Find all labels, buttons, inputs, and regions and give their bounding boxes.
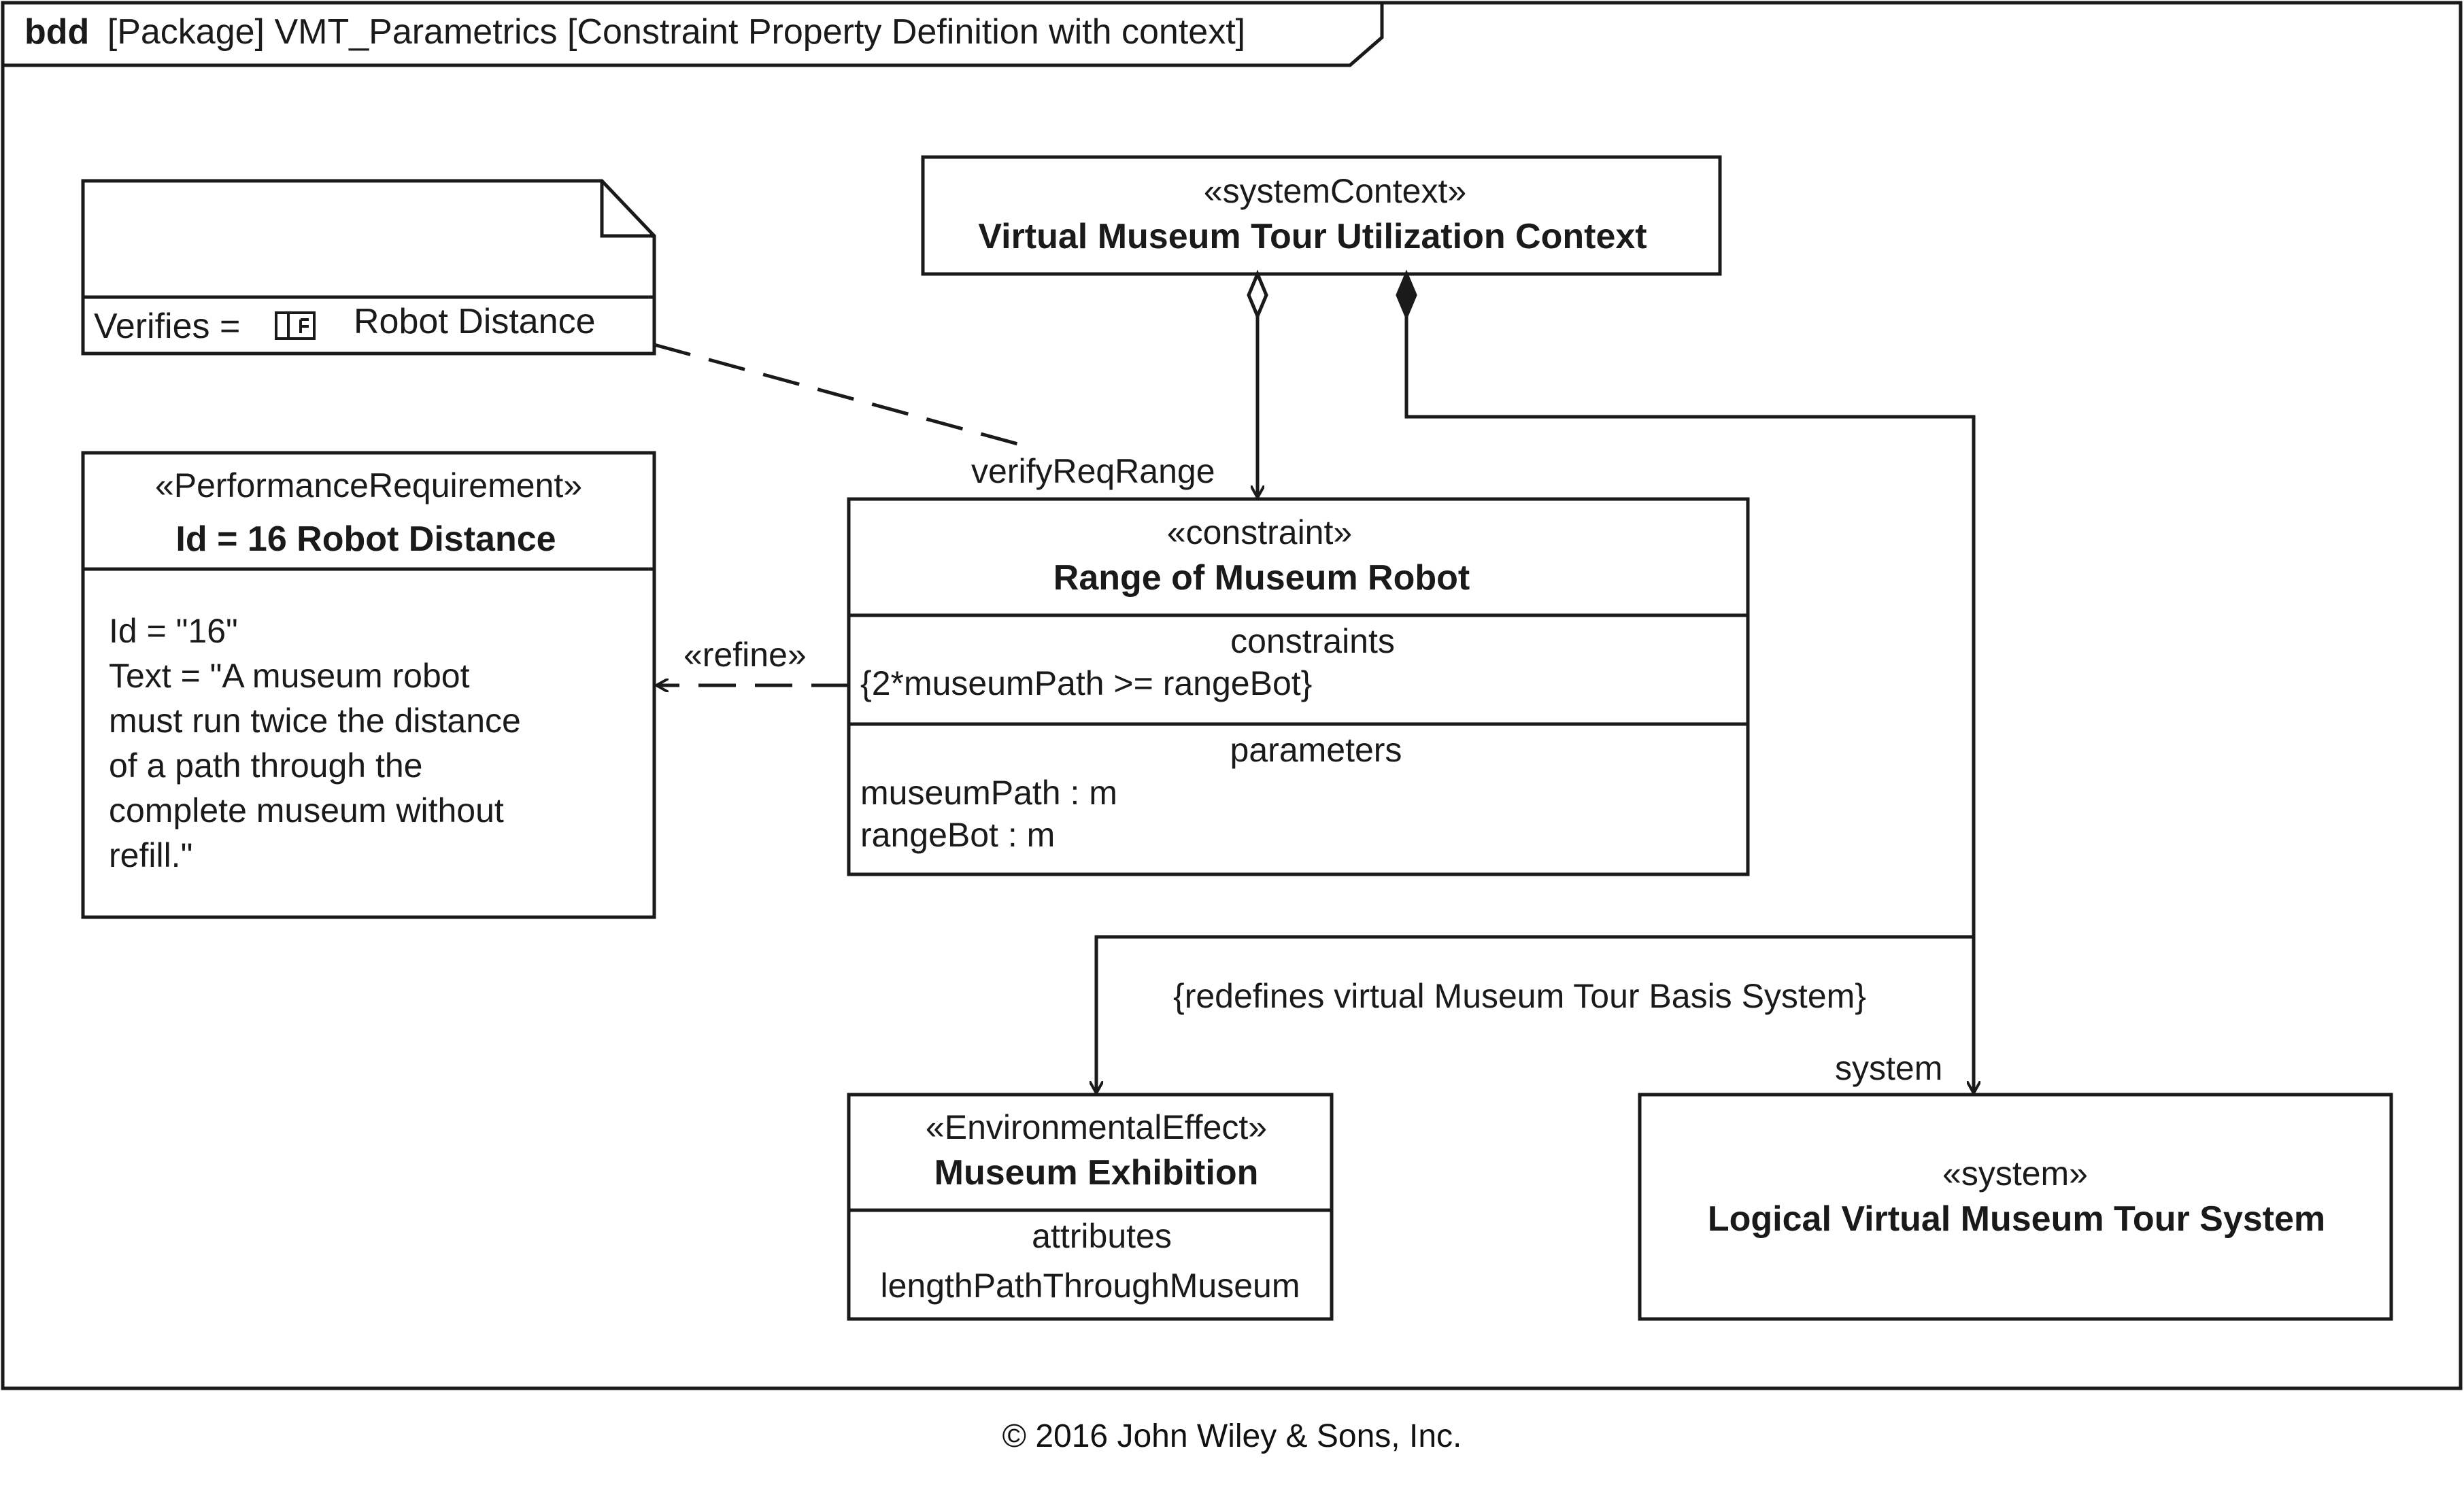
frame-header: [Package] VMT_Parametrics [Constraint Pr… [107,12,1245,52]
system-name: Logical Virtual Museum Tour System [1708,1199,2325,1239]
diagram-frame [1,1,2463,1390]
note-requirement-ref[interactable]: Robot Distance [354,302,596,341]
system-context-name: Virtual Museum Tour Utilization Context [978,217,1647,256]
verify-role-label: verifyReqRange [971,452,1215,490]
frame-name-tab [3,3,1384,67]
requirement-line: Id = "16" [109,612,238,650]
environmental-effect-stereotype: «EnvironmentalEffect» [926,1108,1267,1146]
aggregation-diamond-hollow [1247,269,1268,321]
requirement-line: of a path through the [109,747,422,785]
redefines-association [1096,935,1974,1093]
system-stereotype: «system» [1942,1154,2088,1193]
system-context-stereotype: «systemContext» [1204,172,1466,210]
refine-label: «refine» [683,636,807,674]
svg-text:bdd [Package] VMT_Parame: bdd [Package] VMT_Parametrics [Constrain… [24,12,1245,52]
system-block-box[interactable] [1638,1093,2393,1321]
constraint-stereotype: «constraint» [1167,513,1352,551]
composition-system [1404,316,1974,1093]
requirement-line: refill." [109,836,192,874]
environmental-effect-name: Museum Exhibition [934,1153,1259,1193]
performance-requirement-stereotype: «PerformanceRequirement» [155,466,582,504]
constraint-name: Range of Museum Robot [1053,558,1470,598]
requirement-line: Text = "A museum robot [109,657,470,695]
constraints-compartment-header: constraints [1230,622,1395,660]
requirement-icon [275,311,316,340]
system-context-box[interactable] [921,155,1722,276]
attribute-length-path: lengthPathThroughMuseum [880,1267,1300,1305]
performance-requirement-text: Id = "16" Text = "A museum robot must ru… [109,612,521,874]
note-dogear [600,181,654,238]
note-anchor-line [654,343,1031,449]
environmental-effect-box[interactable] [847,1093,1334,1321]
attributes-compartment-header: attributes [1032,1217,1172,1255]
performance-requirement-name: Id = 16 Robot Distance [175,519,556,559]
requirement-line: complete museum without [109,791,504,829]
frame-kind: bdd [24,12,89,52]
note-verifies-label: Verifies = [94,307,240,346]
redefines-label: {redefines virtual Museum Tour Basis Sys… [1173,977,1866,1015]
copyright-notice: © 2016 John Wiley & Sons, Inc. [1002,1418,1462,1454]
composition-diamond-filled [1396,269,1417,321]
performance-requirement-box[interactable] [81,451,656,919]
parameter-museum-path: museumPath : m [860,774,1117,812]
parameter-range-bot: rangeBot : m [860,816,1055,854]
note-box [81,179,656,356]
system-role-label: system [1835,1049,1942,1087]
constraint-expression: {2*museumPath >= rangeBot} [860,664,1312,702]
parameters-compartment-header: parameters [1230,731,1402,769]
requirement-line: must run twice the distance [109,702,521,740]
